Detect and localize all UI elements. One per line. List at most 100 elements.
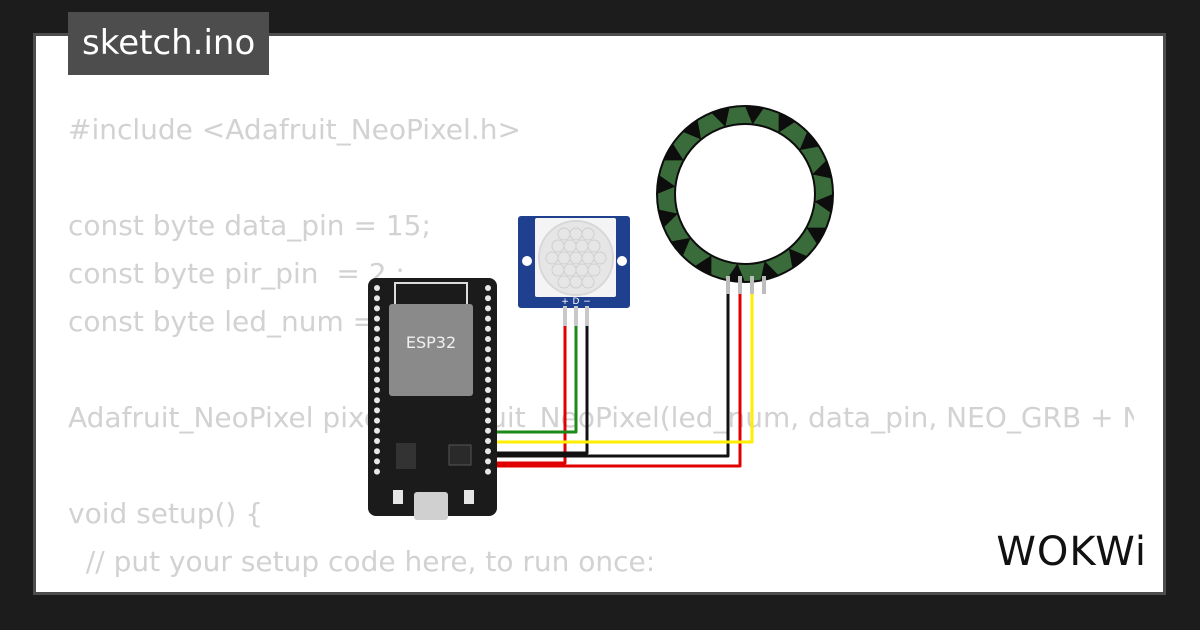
esp32-pin[interactable] — [485, 448, 491, 455]
ring-led[interactable] — [663, 143, 684, 161]
ring-led[interactable] — [778, 112, 796, 133]
esp32-pin[interactable] — [374, 438, 380, 444]
pir-sensor[interactable]: + D − — [518, 216, 630, 326]
ring-pin — [762, 276, 766, 294]
pir-facet — [587, 263, 601, 277]
esp32-pin-headers — [374, 285, 491, 475]
esp32-pin[interactable] — [485, 295, 491, 302]
code-line: const byte pir_pin = 2 ; — [68, 257, 405, 290]
pir-lens-facets — [545, 227, 607, 289]
esp32-pin[interactable] — [374, 376, 380, 383]
code-background: #include <Adafruit_NeoPixel.h>const byte… — [68, 106, 1134, 592]
esp32-pin[interactable] — [374, 407, 380, 414]
esp32-pin[interactable] — [374, 397, 380, 404]
esp32-pin[interactable] — [485, 417, 491, 424]
esp32-pin[interactable] — [485, 315, 491, 322]
pir-facet — [581, 275, 595, 289]
code-line: #include <Adafruit_NeoPixel.h> — [68, 113, 521, 146]
pir-mount-hole-right — [617, 256, 627, 266]
pir-facet — [581, 227, 595, 241]
pir-mount-hole-left — [522, 256, 532, 266]
esp32-pin[interactable] — [485, 356, 491, 363]
pir-pin-labels: + D − — [561, 297, 591, 307]
esp32-pin[interactable] — [374, 366, 380, 373]
esp32-pin[interactable] — [374, 325, 380, 332]
esp32-pin[interactable] — [485, 458, 491, 465]
esp32-pin[interactable] — [374, 295, 380, 302]
code-line: void setup() { — [68, 497, 264, 530]
ring-led[interactable] — [814, 194, 833, 213]
ring-led[interactable] — [694, 255, 712, 276]
esp32-pin[interactable] — [374, 346, 380, 353]
esp32-pin[interactable] — [374, 448, 380, 455]
svg-text:−: − — [583, 297, 591, 307]
pir-facet — [587, 239, 601, 253]
esp32-module — [389, 304, 473, 396]
esp32-pin[interactable] — [485, 468, 491, 475]
pir-pin — [563, 306, 567, 326]
esp32-pin[interactable] — [485, 387, 491, 393]
esp32-pin[interactable] — [485, 407, 491, 414]
wokwi-logo: WOKWi — [996, 529, 1147, 575]
ring-led[interactable] — [682, 119, 702, 140]
ring-led[interactable] — [788, 248, 808, 269]
ring-led[interactable] — [711, 107, 730, 127]
ring-edge — [656, 105, 834, 283]
wire-ring-data[interactable] — [488, 290, 754, 444]
esp32-pin[interactable] — [485, 305, 491, 312]
neopixel-ring[interactable] — [656, 105, 834, 294]
ring-led[interactable] — [806, 227, 827, 245]
wire-pir-data[interactable] — [488, 305, 578, 434]
esp32-label: ESP32 — [406, 333, 456, 352]
esp32-pin[interactable] — [374, 305, 380, 312]
ring-led[interactable] — [760, 261, 779, 281]
esp32-pin[interactable] — [374, 387, 380, 393]
wires — [372, 290, 754, 468]
code-line: const byte data_pin = 15; — [68, 209, 431, 242]
esp32-pin[interactable] — [374, 336, 380, 342]
esp32-pin[interactable] — [485, 346, 491, 353]
svg-text:+: + — [561, 297, 569, 307]
esp32-boot-button[interactable] — [393, 490, 403, 504]
esp32-reset-button[interactable] — [464, 490, 474, 504]
ring-edge — [674, 123, 816, 265]
ring-led[interactable] — [658, 209, 678, 228]
esp32-pin[interactable] — [485, 336, 491, 342]
ring-led[interactable] — [799, 131, 820, 151]
esp32-pin[interactable] — [485, 376, 491, 383]
esp32-pin[interactable] — [485, 438, 491, 444]
esp32-pin[interactable] — [374, 427, 380, 434]
esp32-regulator — [396, 443, 416, 469]
ring-base — [657, 106, 833, 282]
usb-port — [414, 492, 448, 520]
pir-pin — [585, 306, 589, 326]
pir-pin — [574, 306, 578, 326]
svg-text:D: D — [573, 297, 580, 307]
esp32-board[interactable]: ESP32 — [368, 278, 497, 520]
ring-led[interactable] — [657, 175, 676, 194]
esp32-pin[interactable] — [485, 285, 491, 291]
ring-segments — [656, 105, 834, 283]
esp32-pin[interactable] — [374, 285, 380, 291]
esp32-pin[interactable] — [374, 356, 380, 363]
code-line: // put your setup code here, to run once… — [68, 545, 656, 578]
ring-led[interactable] — [812, 160, 832, 179]
esp32-pin[interactable] — [485, 397, 491, 404]
ring-pin — [738, 276, 742, 294]
ring-led[interactable] — [745, 106, 764, 125]
pir-facet — [593, 251, 607, 265]
wire-ring-gnd[interactable] — [488, 290, 730, 458]
esp32-pin[interactable] — [485, 325, 491, 332]
esp32-pin[interactable] — [485, 427, 491, 434]
esp32-pin[interactable] — [374, 417, 380, 424]
esp32-pin[interactable] — [374, 458, 380, 465]
ring-pin — [750, 276, 754, 294]
preview-canvas: #include <Adafruit_NeoPixel.h>const byte… — [33, 33, 1166, 595]
esp32-pin[interactable] — [374, 315, 380, 322]
filename-tab[interactable]: sketch.ino — [68, 12, 270, 75]
ring-led[interactable] — [670, 237, 691, 257]
wire-pir-gnd[interactable] — [488, 305, 589, 455]
esp32-pin[interactable] — [485, 366, 491, 373]
esp32-pin[interactable] — [374, 468, 380, 475]
ring-pin — [726, 276, 730, 294]
